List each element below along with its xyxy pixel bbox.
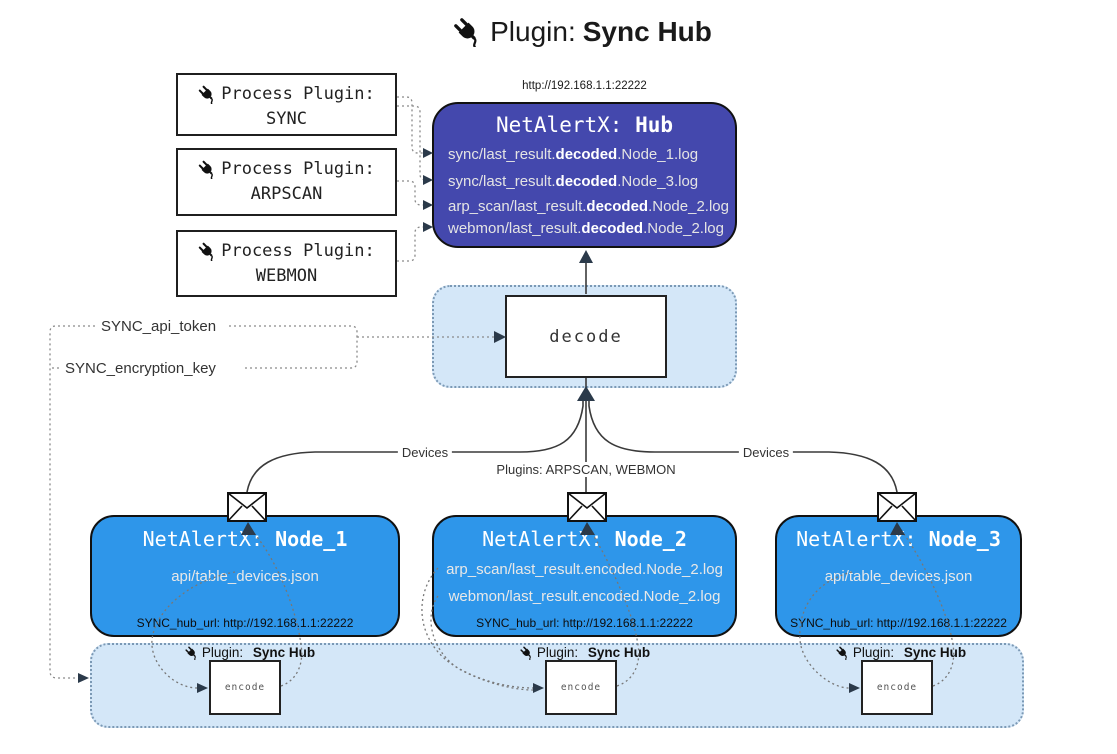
encode-label: encode xyxy=(876,682,918,693)
process-plugin-webmon: Process Plugin: WEBMON xyxy=(176,230,397,297)
hub-title-prefix: NetAlertX: xyxy=(495,113,623,137)
envelope-icon xyxy=(227,492,267,522)
process-plugin-sync: Process Plugin: SYNC xyxy=(176,73,397,136)
envelope-icon xyxy=(877,492,917,522)
sync-api-token-label: SYNC_api_token xyxy=(98,318,220,335)
node-title: NetAlertX: Node_3 xyxy=(796,527,1001,551)
plug-icon xyxy=(520,646,531,660)
encode-box: encode xyxy=(861,660,933,715)
hub-url: http://192.168.1.1:22222 xyxy=(522,80,647,92)
encode-label: encode xyxy=(224,682,266,693)
encode-box: encode xyxy=(545,660,617,715)
plug-icon xyxy=(198,85,214,104)
node-file: arp_scan/last_result.encoded.Node_2.log xyxy=(446,561,723,578)
hub-log-line: sync/last_result.decoded.Node_1.log xyxy=(448,146,699,163)
node2-box: NetAlertX: Node_2 arp_scan/last_result.e… xyxy=(432,515,737,637)
sync-encryption-key-label: SYNC_encryption_key xyxy=(62,360,219,377)
title-name: Sync Hub xyxy=(582,16,712,47)
node-file: api/table_devices.json xyxy=(824,568,973,585)
edge-plugins-to-hub xyxy=(397,96,433,262)
process-plugin-name: ARPSCAN xyxy=(250,184,323,204)
process-plugin-label: Process Plugin: xyxy=(221,159,375,179)
node-file: webmon/last_result.encoded.Node_2.log xyxy=(448,588,721,605)
encode-box: encode xyxy=(209,660,281,715)
encode-plugin-label: Plugin: Sync Hub xyxy=(185,645,315,660)
node-hub-url: SYNC_hub_url: http://192.168.1.1:22222 xyxy=(476,616,693,630)
encode-plugin-label: Plugin: Sync Hub xyxy=(520,645,650,660)
hub-box: NetAlertX: Hub sync/last_result.decoded.… xyxy=(432,102,737,248)
process-plugin-name: SYNC xyxy=(266,109,307,129)
node-title: NetAlertX: Node_2 xyxy=(482,527,687,551)
decode-box: decode xyxy=(505,295,667,378)
process-plugin-name: WEBMON xyxy=(255,266,318,286)
page-title: Plugin: Sync Hub xyxy=(48,16,1117,48)
node-files: api/table_devices.json xyxy=(92,563,398,590)
hub-log-line: sync/last_result.decoded.Node_3.log xyxy=(448,173,699,190)
node1-box: NetAlertX: Node_1 api/table_devices.json… xyxy=(90,515,400,637)
process-plugin-label: Process Plugin: xyxy=(221,84,375,104)
encode-label: encode xyxy=(560,682,602,693)
hub-title: NetAlertX: Hub xyxy=(434,113,735,137)
node-files: arp_scan/last_result.encoded.Node_2.log … xyxy=(434,556,735,610)
plug-icon xyxy=(185,646,196,660)
node-hub-url: SYNC_hub_url: http://192.168.1.1:22222 xyxy=(136,616,354,630)
node-title: NetAlertX: Node_1 xyxy=(142,527,348,551)
decode-label: decode xyxy=(549,326,623,347)
node-files: api/table_devices.json xyxy=(777,563,1020,590)
title-prefix: Plugin: xyxy=(490,16,576,47)
edge-label-devices-left: Devices xyxy=(397,445,453,460)
node-hub-url: SYNC_hub_url: http://192.168.1.1:22222 xyxy=(790,616,1007,630)
process-plugin-arpscan: Process Plugin: ARPSCAN xyxy=(176,148,397,216)
plug-icon xyxy=(836,646,847,660)
hub-log-line: arp_scan/last_result.decoded.Node_2.log xyxy=(448,198,729,215)
envelope-icon xyxy=(567,492,607,522)
edge-label-plugins: Plugins: ARPSCAN, WEBMON xyxy=(492,462,680,477)
encode-plugin-label: Plugin: Sync Hub xyxy=(836,645,966,660)
edge-label-devices-right: Devices xyxy=(738,445,794,460)
plug-icon xyxy=(198,242,214,261)
hub-log-line: webmon/last_result.decoded.Node_2.log xyxy=(448,220,724,237)
plug-icon xyxy=(454,18,477,47)
process-plugin-label: Process Plugin: xyxy=(221,241,375,261)
node-file: api/table_devices.json xyxy=(171,568,319,585)
hub-title-name: Hub xyxy=(635,113,674,137)
plug-icon xyxy=(198,160,214,179)
node3-box: NetAlertX: Node_3 api/table_devices.json… xyxy=(775,515,1022,637)
